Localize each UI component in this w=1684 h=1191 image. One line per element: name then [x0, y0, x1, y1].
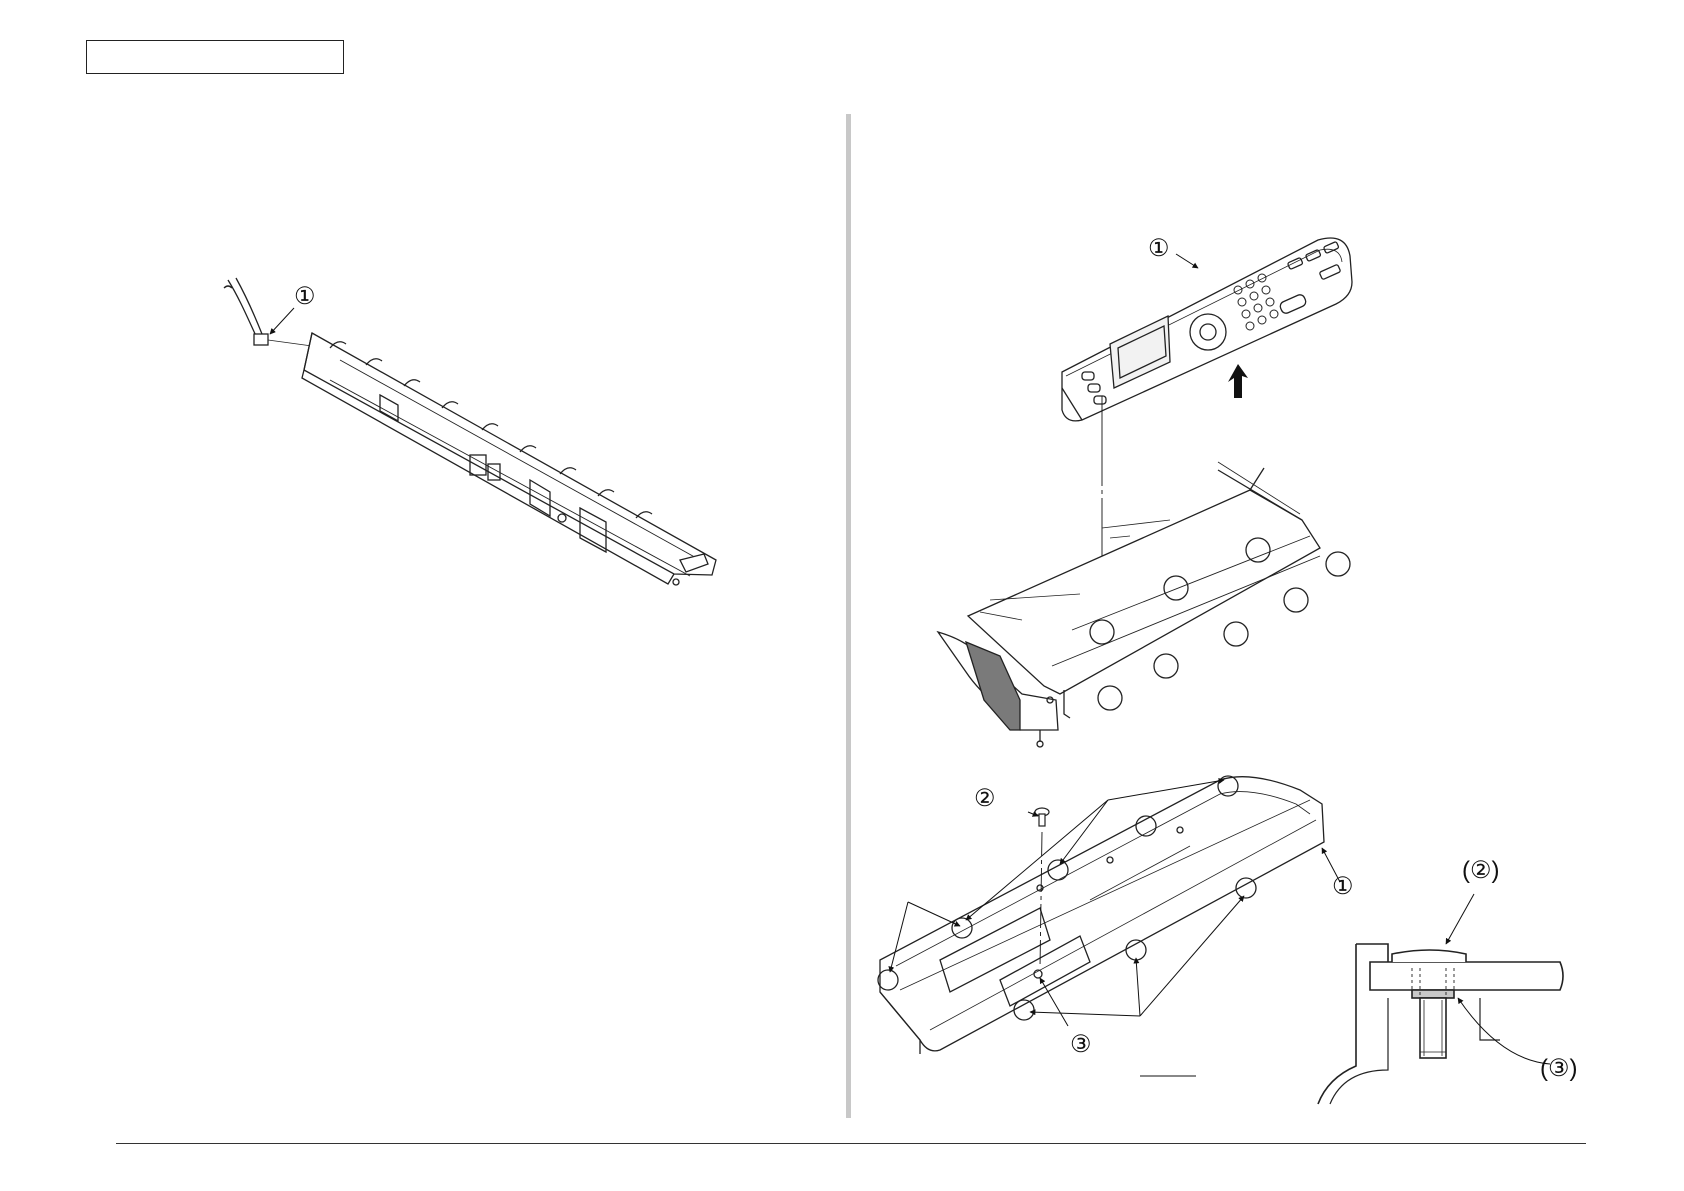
label-screw-2: ②	[974, 785, 996, 812]
label-frame-1: ①	[1332, 873, 1354, 900]
left-guide-illustration	[224, 278, 716, 585]
cross-section-detail	[1318, 944, 1563, 1104]
panel-frame-illustration	[878, 776, 1324, 1054]
up-arrow-icon	[1228, 364, 1248, 398]
label-hook-3: ③	[1070, 1031, 1092, 1058]
label-operator-panel-1: ①	[1148, 235, 1170, 262]
operator-panel-illustration	[1062, 238, 1352, 421]
label-detail-3: (③)	[1540, 1055, 1578, 1082]
scanner-assembly-illustration	[938, 462, 1350, 747]
label-detail-2: (②)	[1462, 857, 1500, 884]
label-left-part-1: ①	[294, 283, 316, 310]
screw-illustration	[1035, 808, 1049, 826]
leader-line-panel	[1176, 254, 1198, 268]
